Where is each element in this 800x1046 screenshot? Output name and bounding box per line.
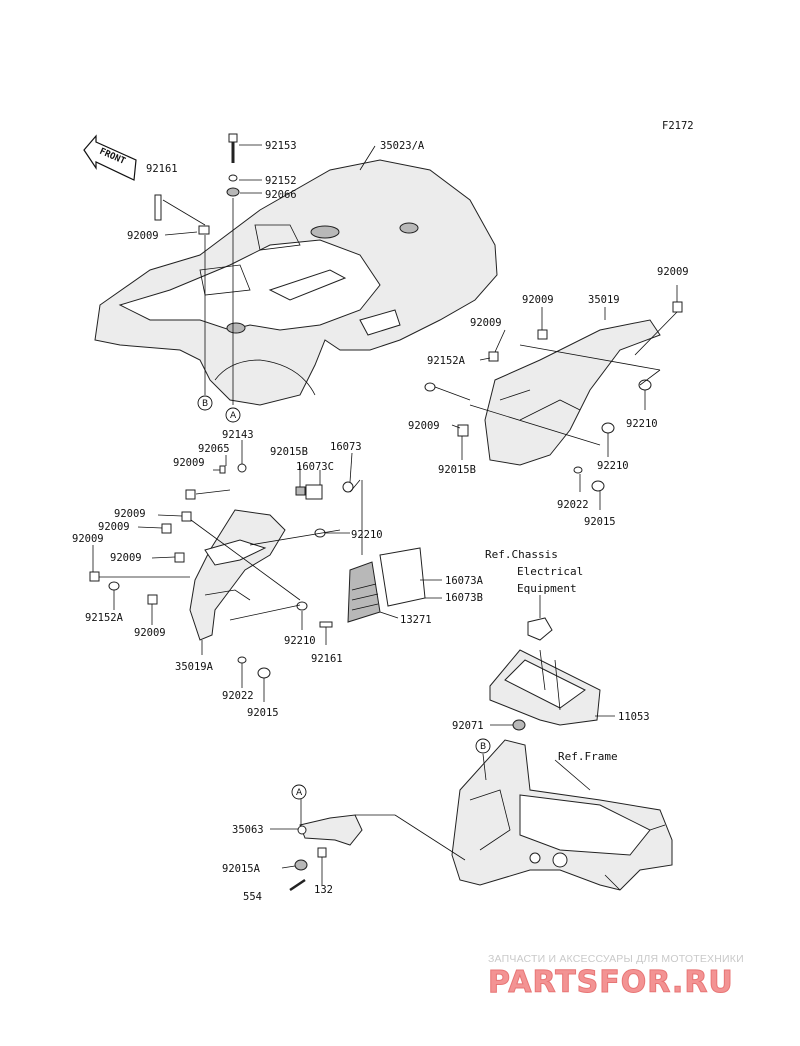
figure-code: F2172 [662, 120, 694, 132]
label-92009-l1: 92009 [173, 457, 205, 469]
bolt-92009-top-part [198, 225, 210, 235]
nut-92071-part [512, 719, 526, 731]
label-92022-r: 92022 [557, 499, 589, 511]
svg-text:A: A [296, 788, 303, 798]
label-92210-l2: 92210 [284, 635, 316, 647]
front-arrow-icon: FRONT [83, 134, 137, 181]
svg-text:B: B [480, 742, 486, 752]
label-16073a: 16073A [445, 575, 484, 587]
label-92009-l3: 92009 [98, 521, 130, 533]
washer-16073-part [342, 481, 354, 493]
callout-b-top: B [197, 395, 213, 411]
label-92015-r: 92015 [584, 516, 616, 528]
label-92009-top: 92009 [127, 230, 159, 242]
label-92022-l: 92022 [222, 690, 254, 702]
label-92009-l2: 92009 [114, 508, 146, 520]
label-92143: 92143 [222, 429, 254, 441]
label-92210-r1: 92210 [626, 418, 658, 430]
ref-chassis-line3: Equipment [517, 582, 577, 595]
leader-lines-bracket [270, 798, 466, 885]
label-92065: 92065 [198, 443, 230, 455]
label-92009-l5: 92009 [110, 552, 142, 564]
label-13271: 13271 [400, 614, 432, 626]
pin-92161-part [154, 194, 162, 221]
rear-fender-part [94, 159, 498, 406]
label-35019: 35019 [588, 294, 620, 306]
label-35023a: 35023/A [380, 140, 425, 152]
label-35063: 35063 [232, 824, 264, 836]
label-92009-r2: 92009 [522, 294, 554, 306]
label-92152a-l: 92152A [85, 612, 124, 624]
bolt-132-part [317, 847, 327, 858]
bracket-92015b-part [295, 486, 306, 496]
label-92161-l: 92161 [311, 653, 343, 665]
plate-16073a-part [379, 547, 426, 607]
label-92210-r2: 92210 [597, 460, 629, 472]
nut-92015a-part [294, 859, 308, 871]
label-92009-r1: 92009 [657, 266, 689, 278]
callout-a-top: A [225, 407, 241, 423]
label-92161-top: 92161 [146, 163, 178, 175]
label-92210-l1: 92210 [351, 529, 383, 541]
battery-bracket-part [527, 617, 553, 641]
ref-chassis-line1: Ref.Chassis [485, 548, 558, 561]
label-92015-l: 92015 [247, 707, 279, 719]
label-92015b-l: 92015B [270, 446, 308, 458]
pad-16073c-part [305, 484, 323, 500]
leader-lines-left [92, 440, 442, 702]
label-92071: 92071 [452, 720, 484, 732]
leader-lines-frame [482, 753, 591, 791]
label-92153: 92153 [265, 140, 297, 152]
frame-part [451, 739, 673, 891]
callout-a-bracket: A [291, 784, 307, 800]
leader-lines-battery [490, 595, 615, 726]
watermark-tagline: ЗАПЧАСТИ И АКСЕССУАРЫ ДЛЯ МОТОТЕХНИКИ [488, 953, 744, 965]
fasteners-right [424, 301, 683, 492]
label-92009-l6: 92009 [134, 627, 166, 639]
label-92152: 92152 [265, 175, 297, 187]
label-16073: 16073 [330, 441, 362, 453]
pin-92161-left-part [319, 621, 333, 628]
battery-case-11053-part [489, 649, 601, 726]
label-35019a: 35019A [175, 661, 214, 673]
label-16073b: 16073B [445, 592, 483, 604]
label-11053: 11053 [618, 711, 650, 723]
ref-frame: Ref.Frame [558, 750, 618, 763]
ref-chassis-line2: Electrical [517, 565, 583, 578]
svg-text:A: A [230, 411, 237, 421]
label-92152a-r: 92152A [427, 355, 466, 367]
label-92009-l4: 92009 [72, 533, 104, 545]
label-92015b-r: 92015B [438, 464, 476, 476]
label-92015a: 92015A [222, 863, 261, 875]
label-132: 132 [314, 884, 333, 896]
leader-lines-top [162, 144, 376, 405]
heat-guard-13271-part [347, 561, 381, 623]
bracket-35063-part [297, 814, 363, 846]
label-16073c: 16073C [296, 461, 334, 473]
bolt-92153-part [226, 133, 240, 197]
leader-lines-right [434, 285, 678, 510]
label-554: 554 [243, 891, 262, 903]
label-92066: 92066 [265, 189, 297, 201]
label-92009-r3: 92009 [470, 317, 502, 329]
svg-text:B: B [202, 399, 208, 409]
watermark-brand: PARTSFOR.RU [488, 965, 734, 1001]
callout-b-frame: B [475, 738, 491, 754]
label-92009-r4: 92009 [408, 420, 440, 432]
mud-guard-35019-part [484, 319, 661, 466]
pin-554-part [289, 878, 306, 892]
